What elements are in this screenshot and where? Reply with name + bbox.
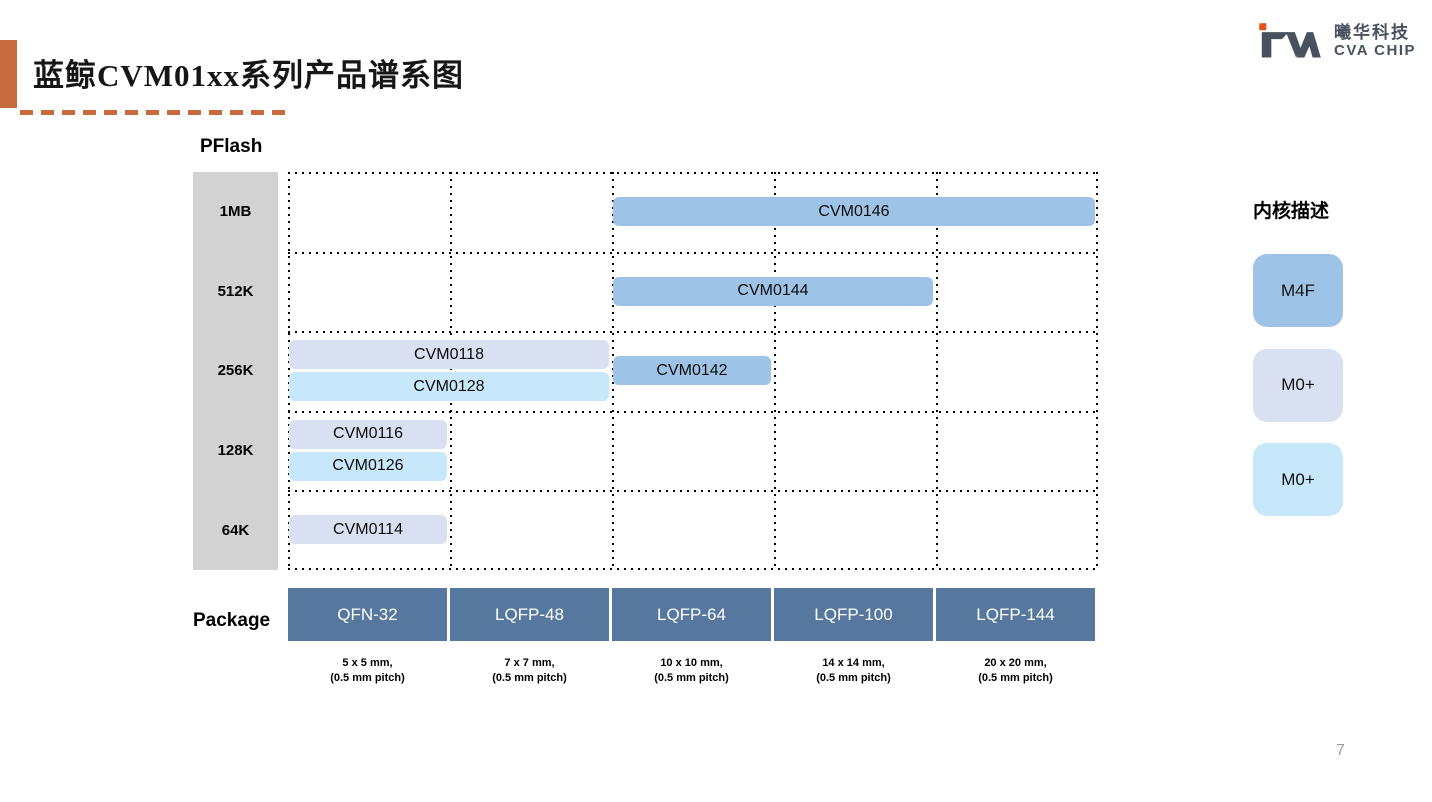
legend-item-m0plus-2: M0+ xyxy=(1253,443,1343,516)
package-size-caption-lqfp-48: 7 x 7 mm, (0.5 mm pitch) xyxy=(450,656,609,686)
product-bar-cvm0118: CVM0118 xyxy=(289,340,609,370)
product-bar-cvm0126: CVM0126 xyxy=(289,451,447,481)
grid-line-horizontal xyxy=(288,331,1098,334)
package-pitch: (0.5 mm pitch) xyxy=(978,671,1053,684)
x-axis-label: Package xyxy=(193,610,271,631)
title-accent-bar xyxy=(0,40,17,108)
package-dimensions: 10 x 10 mm, xyxy=(660,657,723,669)
package-pitch: (0.5 mm pitch) xyxy=(330,671,405,684)
product-bar-cvm0146: CVM0146 xyxy=(613,197,1095,226)
product-bar-cvm0114: CVM0114 xyxy=(289,515,447,545)
legend-title: 内核描述 xyxy=(1253,201,1330,222)
package-pitch: (0.5 mm pitch) xyxy=(654,671,729,684)
package-size-caption-lqfp-64: 10 x 10 mm, (0.5 mm pitch) xyxy=(612,656,771,686)
package-pitch: (0.5 mm pitch) xyxy=(816,671,891,684)
grid-line-horizontal xyxy=(288,568,1098,570)
flash-size-256k: 256K xyxy=(217,362,254,380)
grid-line-vertical xyxy=(288,172,290,570)
package-pitch: (0.5 mm pitch) xyxy=(492,671,567,684)
y-axis-label: PFlash xyxy=(200,136,263,157)
flash-size-128k: 128K xyxy=(217,442,254,460)
product-bar-cvm0128: CVM0128 xyxy=(289,372,609,402)
flash-size-1mb: 1MB xyxy=(219,203,252,221)
legend-item-m0plus-1: M0+ xyxy=(1253,348,1343,422)
package-size-caption-lqfp-144: 20 x 20 mm, (0.5 mm pitch) xyxy=(936,656,1095,686)
grid-line-horizontal xyxy=(288,490,1098,493)
product-bar-cvm0144: CVM0144 xyxy=(613,276,933,306)
flash-size-64k: 64K xyxy=(221,521,250,539)
page-number: 7 xyxy=(1336,742,1345,759)
package-dimensions: 7 x 7 mm, xyxy=(504,657,555,669)
package-header-lqfp-64: LQFP-64 xyxy=(612,588,771,641)
product-bar-cvm0142: CVM0142 xyxy=(613,356,771,386)
package-size-caption-lqfp-100: 14 x 14 mm, (0.5 mm pitch) xyxy=(774,656,933,686)
grid-line-vertical xyxy=(936,172,938,570)
title-underline xyxy=(20,110,290,115)
logo-text: 曦华科技 CVA CHIP xyxy=(1334,23,1416,60)
package-dimensions: 14 x 14 mm, xyxy=(822,657,885,669)
package-caption-row: 5 x 5 mm, (0.5 mm pitch) 7 x 7 mm, (0.5 mm … xyxy=(288,656,1098,696)
grid-line-vertical xyxy=(774,172,776,570)
grid-line-horizontal xyxy=(288,172,1098,174)
package-header-qfn-32: QFN-32 xyxy=(288,588,447,641)
logo-company-en: CVA CHIP xyxy=(1333,42,1416,60)
package-size-caption-qfn-32: 5 x 5 mm, (0.5 mm pitch) xyxy=(288,656,447,686)
cva-logo-icon xyxy=(1259,23,1321,58)
grid-line-horizontal xyxy=(288,251,1098,254)
grid-line-horizontal xyxy=(288,410,1098,413)
logo-company-cn: 曦华科技 xyxy=(1333,22,1410,42)
legend-item-m4f-0: M4F xyxy=(1253,254,1343,327)
flash-size-512k: 512K xyxy=(217,282,254,300)
grid-line-vertical xyxy=(450,172,452,570)
package-dimensions: 20 x 20 mm, xyxy=(984,657,1047,669)
page-title: 蓝鲸CVM01xx系列产品谱系图 xyxy=(33,58,465,93)
grid-line-vertical xyxy=(1096,172,1098,570)
package-header-lqfp-144: LQFP-144 xyxy=(936,588,1095,641)
package-header-lqfp-100: LQFP-100 xyxy=(774,588,933,641)
package-dimensions: 5 x 5 mm, xyxy=(342,657,393,669)
product-bar-cvm0116: CVM0116 xyxy=(289,419,447,449)
brand-logo: 曦华科技 CVA CHIP xyxy=(1258,16,1416,66)
flash-size-axis: 1MB 512K 256K 128K 64K xyxy=(193,172,278,570)
package-header-lqfp-48: LQFP-48 xyxy=(450,588,609,641)
